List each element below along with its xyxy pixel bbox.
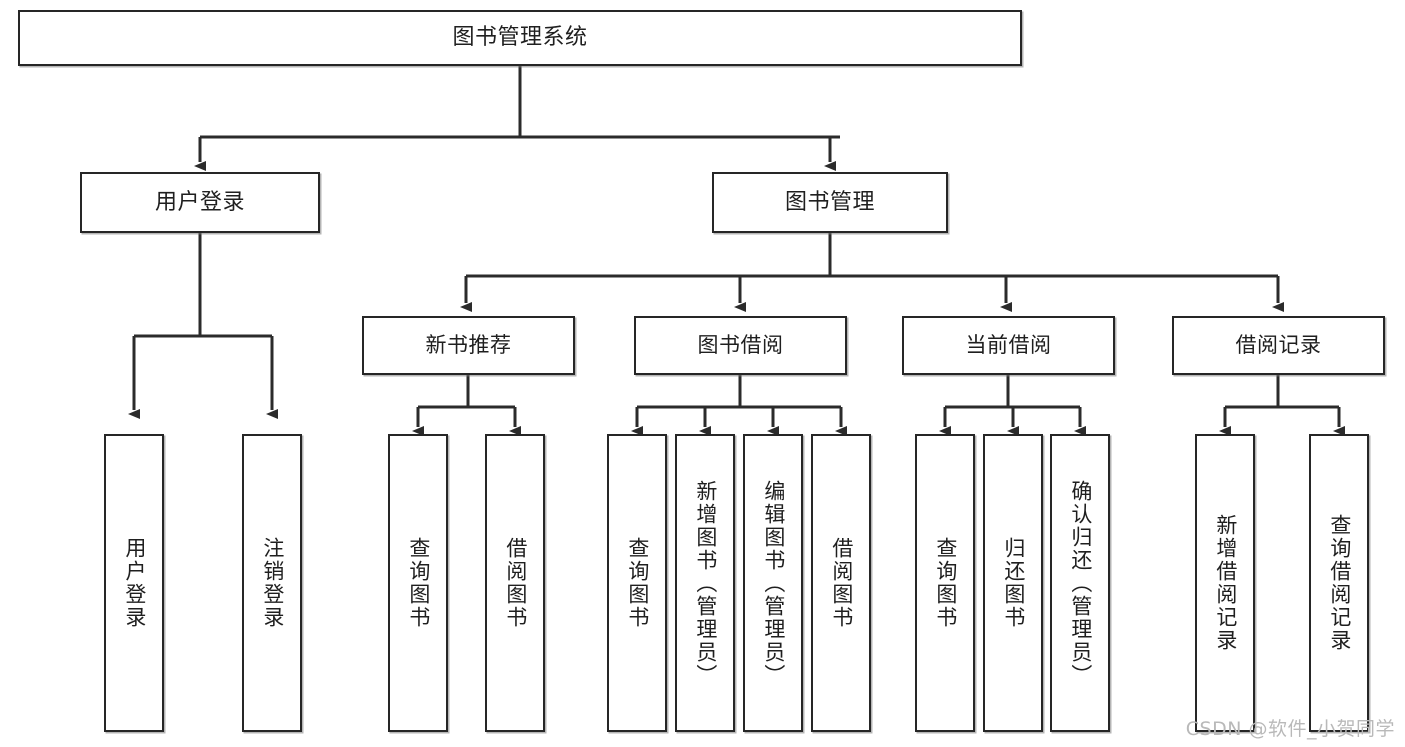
node-label: 确认归还（管理员） (1068, 479, 1093, 687)
node-label: 图书管理 (784, 189, 875, 215)
node-label: 查询图书 (933, 537, 958, 629)
node-label: 查询借阅记录 (1327, 514, 1352, 652)
node-book-management[interactable]: 图书管理 (712, 172, 948, 233)
node-label: 用户登录 (122, 537, 147, 629)
node-book-borrow[interactable]: 图书借阅 (634, 316, 847, 375)
node-label: 新增借阅记录 (1213, 514, 1238, 652)
leaf-book-borrow-add-book-admin[interactable]: 新增图书（管理员） (675, 434, 735, 732)
watermark-text: CSDN @软件_小贺同学 (1185, 718, 1395, 740)
leaf-book-borrow-edit-book-admin[interactable]: 编辑图书（管理员） (743, 434, 803, 732)
node-label: 图书借阅 (697, 333, 784, 358)
leaf-book-borrow-borrow-book[interactable]: 借阅图书 (811, 434, 871, 732)
leaf-current-borrow-confirm-return-admin[interactable]: 确认归还（管理员） (1050, 434, 1110, 732)
leaf-current-borrow-return-book[interactable]: 归还图书 (983, 434, 1043, 732)
node-new-book-recommend[interactable]: 新书推荐 (362, 316, 575, 375)
node-label: 借阅图书 (503, 537, 528, 629)
node-label: 借阅图书 (829, 537, 854, 629)
leaf-book-borrow-query-book[interactable]: 查询图书 (607, 434, 667, 732)
node-label: 注销登录 (260, 537, 285, 629)
node-borrow-records[interactable]: 借阅记录 (1172, 316, 1385, 375)
leaf-user-login-login[interactable]: 用户登录 (104, 434, 164, 732)
leaf-user-login-logout[interactable]: 注销登录 (242, 434, 302, 732)
leaf-borrow-records-query-record[interactable]: 查询借阅记录 (1309, 434, 1369, 732)
leaf-borrow-records-add-record[interactable]: 新增借阅记录 (1195, 434, 1255, 732)
node-label: 借阅记录 (1235, 333, 1322, 358)
node-label: 新书推荐 (425, 333, 512, 358)
node-label: 当前借阅 (965, 333, 1052, 358)
node-label: 查询图书 (625, 537, 650, 629)
node-label: 新增图书（管理员） (693, 479, 718, 687)
leaf-new-book-borrow-book[interactable]: 借阅图书 (485, 434, 545, 732)
node-label: 图书管理系统 (452, 25, 588, 51)
node-current-borrow[interactable]: 当前借阅 (902, 316, 1115, 375)
node-label: 查询图书 (406, 537, 431, 629)
node-label: 用户登录 (154, 189, 245, 215)
node-label: 归还图书 (1001, 537, 1026, 629)
leaf-current-borrow-query-book[interactable]: 查询图书 (915, 434, 975, 732)
node-user-login[interactable]: 用户登录 (80, 172, 320, 233)
leaf-new-book-query-book[interactable]: 查询图书 (388, 434, 448, 732)
node-label: 编辑图书（管理员） (761, 479, 786, 687)
node-root-book-management-system[interactable]: 图书管理系统 (18, 10, 1022, 66)
